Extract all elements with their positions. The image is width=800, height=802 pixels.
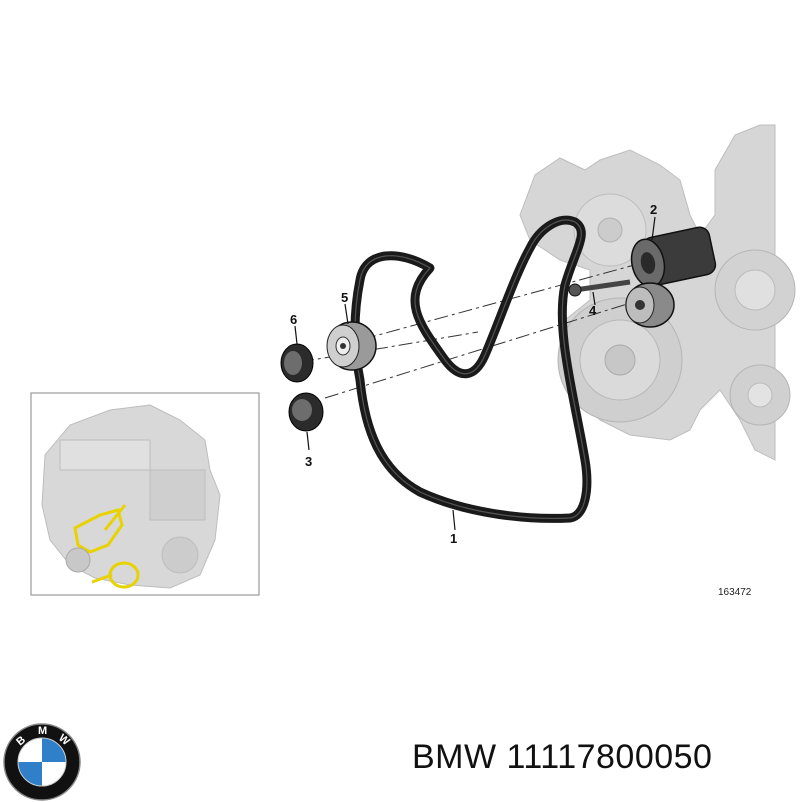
callout-4: 4	[589, 303, 597, 318]
deflection-pulley-5	[326, 321, 377, 371]
bolt	[568, 279, 631, 297]
cover-cap-6	[280, 343, 314, 383]
callout-3: 3	[305, 454, 312, 469]
bmw-logo: B M W	[3, 723, 81, 801]
engine-overview-inset	[30, 392, 260, 596]
leader-lines	[294, 216, 656, 531]
callout-5: 5	[341, 290, 348, 305]
reference-number: 163472	[718, 587, 752, 598]
tensioner-pulley	[625, 282, 675, 328]
callout-1: 1	[450, 531, 457, 546]
callout-2: 2	[650, 202, 657, 217]
part-number-label: BMW 11117800050	[412, 738, 713, 776]
belt-tensioner	[630, 226, 717, 288]
cover-cap-3	[288, 392, 324, 432]
callout-6: 6	[290, 312, 297, 327]
svg-text:M: M	[38, 725, 47, 737]
ribbed-belt	[350, 215, 592, 523]
